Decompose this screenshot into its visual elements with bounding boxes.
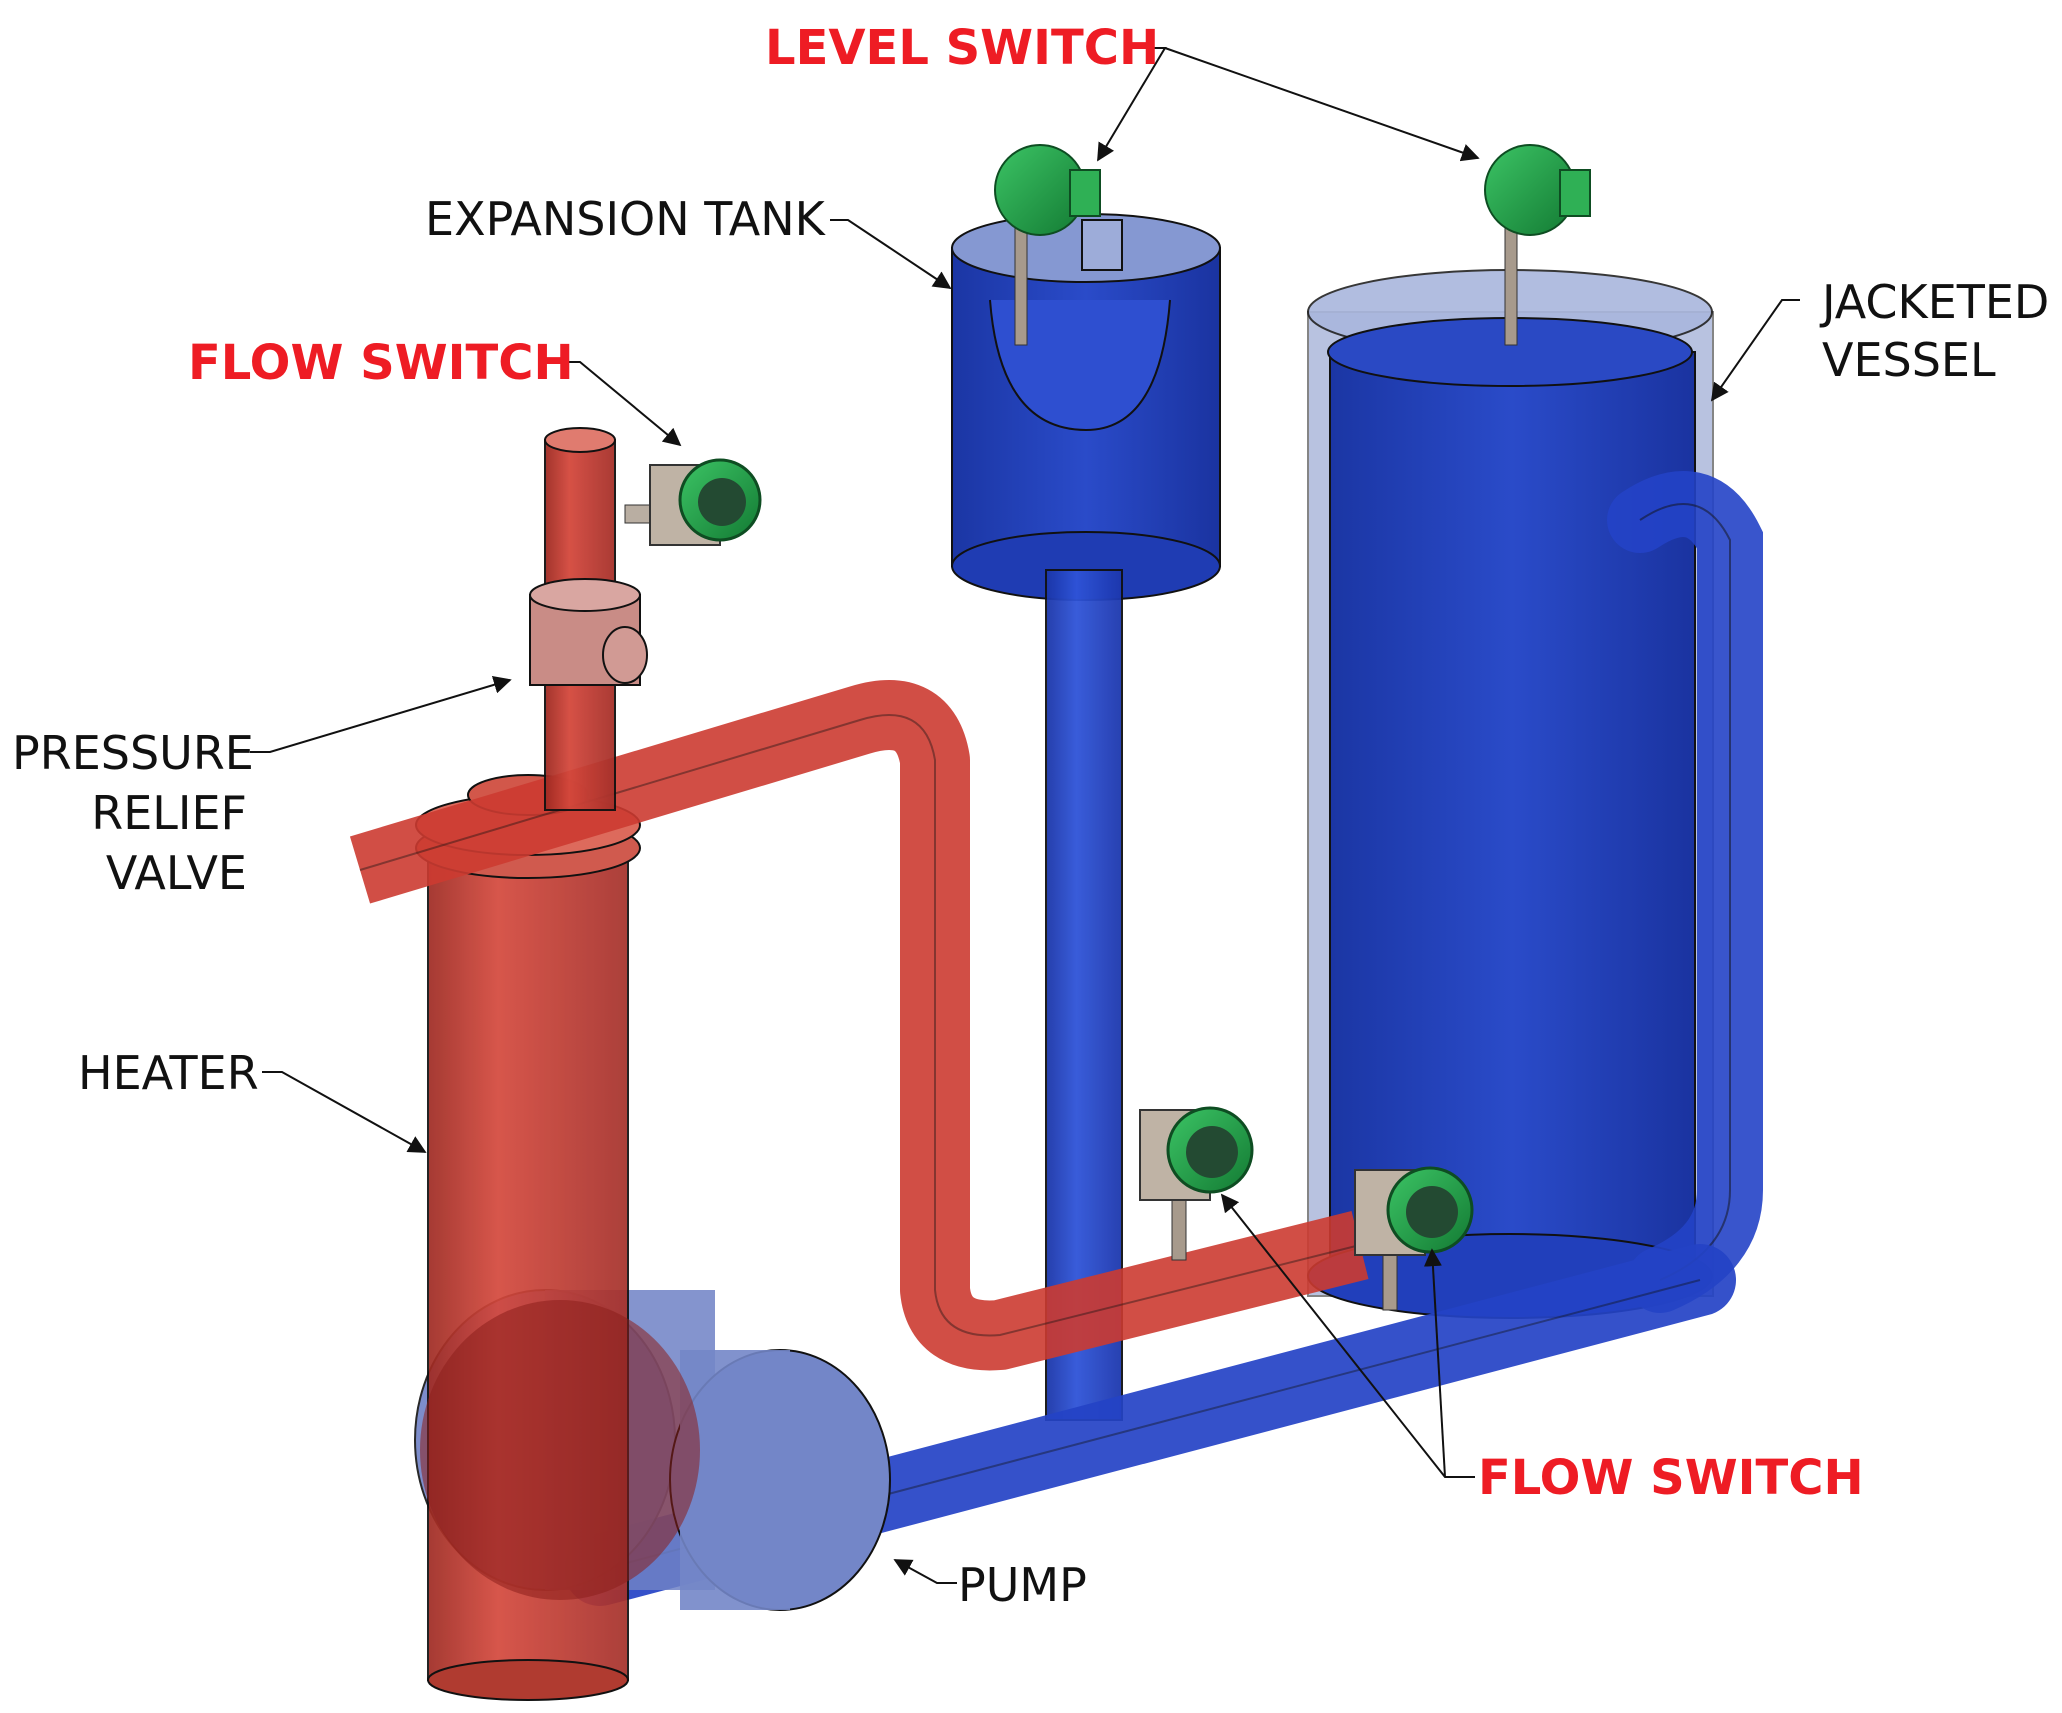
expansion-tank-label: EXPANSION TANK xyxy=(425,192,825,246)
jacketed-label: JACKETED xyxy=(1822,275,2050,329)
relief-riser xyxy=(529,427,648,811)
jacketed-vessel xyxy=(1307,269,1714,1319)
pump-label: PUMP xyxy=(958,1558,1087,1612)
expansion-tank xyxy=(951,213,1221,601)
level-switch-expansion xyxy=(994,144,1101,346)
pressure-label: PRESSURE xyxy=(12,726,254,780)
flow-switch-low xyxy=(1354,1166,1474,1311)
flow-switch-mid xyxy=(1139,1106,1254,1261)
relief-label: RELIEF xyxy=(91,786,247,840)
level-switch-label: LEVEL SWITCH xyxy=(765,20,1160,76)
flow-switch-top-label: FLOW SWITCH xyxy=(188,335,574,391)
flow-switch-top xyxy=(624,458,762,546)
level-switch-vessel xyxy=(1484,144,1591,346)
valve-label: VALVE xyxy=(105,846,247,900)
heater-label: HEATER xyxy=(78,1046,259,1100)
leader-lines xyxy=(250,47,1800,1584)
hot-supply-pipe xyxy=(349,680,1369,1371)
heater xyxy=(415,774,700,1701)
vessel-label: VESSEL xyxy=(1822,333,1996,387)
flow-switch-bottom-label: FLOW SWITCH xyxy=(1478,1450,1864,1506)
